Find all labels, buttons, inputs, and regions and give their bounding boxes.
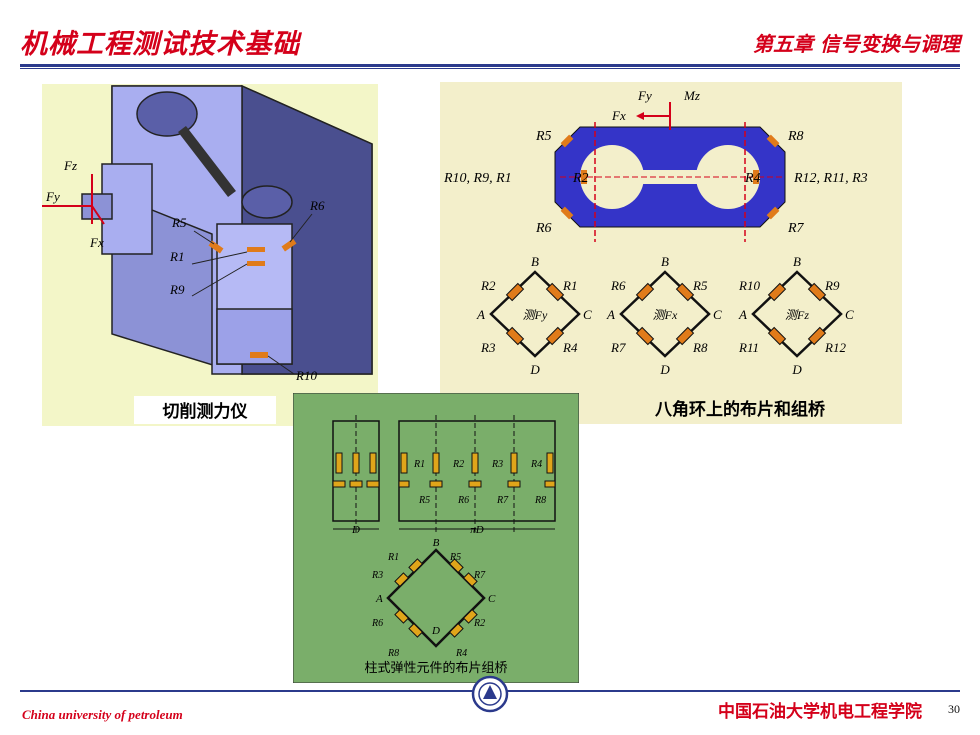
label-fx: Fx xyxy=(89,235,104,250)
bridge-fy: 测Fy R2 R1 R3 R4 B A C D xyxy=(476,254,592,377)
bridge-fx-br: R8 xyxy=(692,340,708,355)
cb-r7: R7 xyxy=(473,570,486,581)
bridge-fy-tr: R1 xyxy=(562,278,577,293)
label-r6: R6 xyxy=(309,198,325,213)
bridge-fz-tl: R10 xyxy=(738,278,760,293)
bridge-fz-tr: R9 xyxy=(824,278,840,293)
bridge-fx-bl: R7 xyxy=(610,340,626,355)
bridge-fx-node-b: B xyxy=(661,254,669,269)
bridge-fz-node-b: B xyxy=(793,254,801,269)
bridge-fy-tl: R2 xyxy=(480,278,496,293)
bridge-fy-node-d: D xyxy=(529,362,540,377)
dynamometer-caption: 切削测力仪 xyxy=(163,401,249,422)
bridge-fy-node-c: C xyxy=(583,307,592,322)
bridge-fz: 测Fz R10 R9 R11 R12 B A C D xyxy=(738,254,854,377)
octa-label-r8: R8 xyxy=(787,129,804,144)
cb-r6: R6 xyxy=(371,618,383,629)
col-label-r6: R6 xyxy=(457,495,469,506)
cb-r5: R5 xyxy=(449,552,461,563)
bridge-fy-bl: R3 xyxy=(480,340,496,355)
footer-school-cn: 中国石油大学机电工程学院 xyxy=(718,702,922,722)
bridge-fx-center: 测Fx xyxy=(653,308,678,322)
octa-label-r7: R7 xyxy=(787,221,805,236)
bridge-fx-tr: R5 xyxy=(692,278,708,293)
octagonal-ring-figure: Fy Mz Fx R5 R8 R10, R9, R1 R2 R4 R12, R1… xyxy=(440,82,902,424)
bridge-fy-center: 测Fy xyxy=(523,308,548,322)
chapter-title: 第五章 信号变换与调理 xyxy=(753,32,960,56)
cb-r3: R3 xyxy=(371,570,383,581)
dim-right: πD xyxy=(470,524,484,536)
col-label-r8: R8 xyxy=(534,495,546,506)
octa-label-r10-r9-r1: R10, R9, R1 xyxy=(443,171,512,186)
octa-label-fx: Fx xyxy=(611,108,626,123)
bridge-fz-bl: R11 xyxy=(738,340,759,355)
col-label-r4: R4 xyxy=(530,459,542,470)
dynamometer-figure: Fz Fy Fx R5 R1 R9 R6 R10 切削测力仪 xyxy=(42,84,378,426)
octa-label-r6: R6 xyxy=(535,221,552,236)
col-label-r3: R3 xyxy=(491,459,503,470)
bridge-fy-br: R4 xyxy=(562,340,578,355)
dim-left: D xyxy=(351,524,360,536)
cb-r4: R4 xyxy=(455,648,467,659)
university-seal-icon xyxy=(471,675,509,713)
bridge-fx-node-c: C xyxy=(713,307,722,322)
octa-label-r12-r11-r3: R12, R11, R3 xyxy=(793,171,868,186)
octa-label-fy: Fy xyxy=(637,88,652,103)
column-bridge: R1 R5 R3 R7 R6 R2 R8 R4 B A C D xyxy=(371,537,496,659)
label-r5: R5 xyxy=(171,215,187,230)
label-fy: Fy xyxy=(45,189,60,204)
bridge-fz-center: 测Fz xyxy=(785,308,809,322)
col-label-r2: R2 xyxy=(452,459,464,470)
page-number: 30 xyxy=(948,702,960,716)
label-r10: R10 xyxy=(295,368,317,383)
cb-node-d: D xyxy=(431,625,440,637)
column-caption: 柱式弹性元件的布片组桥 xyxy=(364,660,507,676)
octa-label-mz: Mz xyxy=(683,88,700,103)
footer-university-en: China university of petroleum xyxy=(22,707,183,722)
cb-r2: R2 xyxy=(473,618,485,629)
octa-label-r2: R2 xyxy=(572,171,589,186)
header-rule xyxy=(20,64,960,67)
bridge-fz-br: R12 xyxy=(824,340,846,355)
bridge-fy-node-b: B xyxy=(531,254,539,269)
header-rule-thin xyxy=(20,68,960,69)
col-label-r5: R5 xyxy=(418,495,430,506)
octa-label-r5: R5 xyxy=(535,129,552,144)
course-title: 机械工程测试技术基础 xyxy=(20,29,300,60)
bridge-fx-node-a: A xyxy=(606,307,615,322)
octa-label-r4: R4 xyxy=(744,171,761,186)
cb-node-c: C xyxy=(488,593,496,605)
cb-r8: R8 xyxy=(387,648,399,659)
bridge-fx: 测Fx R6 R5 R7 R8 B A C D xyxy=(606,254,722,377)
column-element-figure: D R1 R2 R3 R4 R5 R6 R7 R8 πD R1 R5 R3 R7… xyxy=(293,393,579,683)
col-label-r1: R1 xyxy=(413,459,425,470)
cb-node-b: B xyxy=(433,537,440,549)
bridge-fz-node-d: D xyxy=(791,362,802,377)
label-r9: R9 xyxy=(169,282,185,297)
bridge-fz-node-a: A xyxy=(738,307,747,322)
octagonal-caption: 八角环上的布片和组桥 xyxy=(655,399,826,420)
bridge-fz-node-c: C xyxy=(845,307,854,322)
bridge-fx-node-d: D xyxy=(659,362,670,377)
label-r1: R1 xyxy=(169,249,184,264)
bridge-fy-node-a: A xyxy=(476,307,485,322)
cb-node-a: A xyxy=(375,593,383,605)
col-label-r7: R7 xyxy=(496,495,509,506)
cb-r1: R1 xyxy=(387,552,399,563)
bridge-fx-tl: R6 xyxy=(610,278,626,293)
label-fz: Fz xyxy=(63,158,77,173)
